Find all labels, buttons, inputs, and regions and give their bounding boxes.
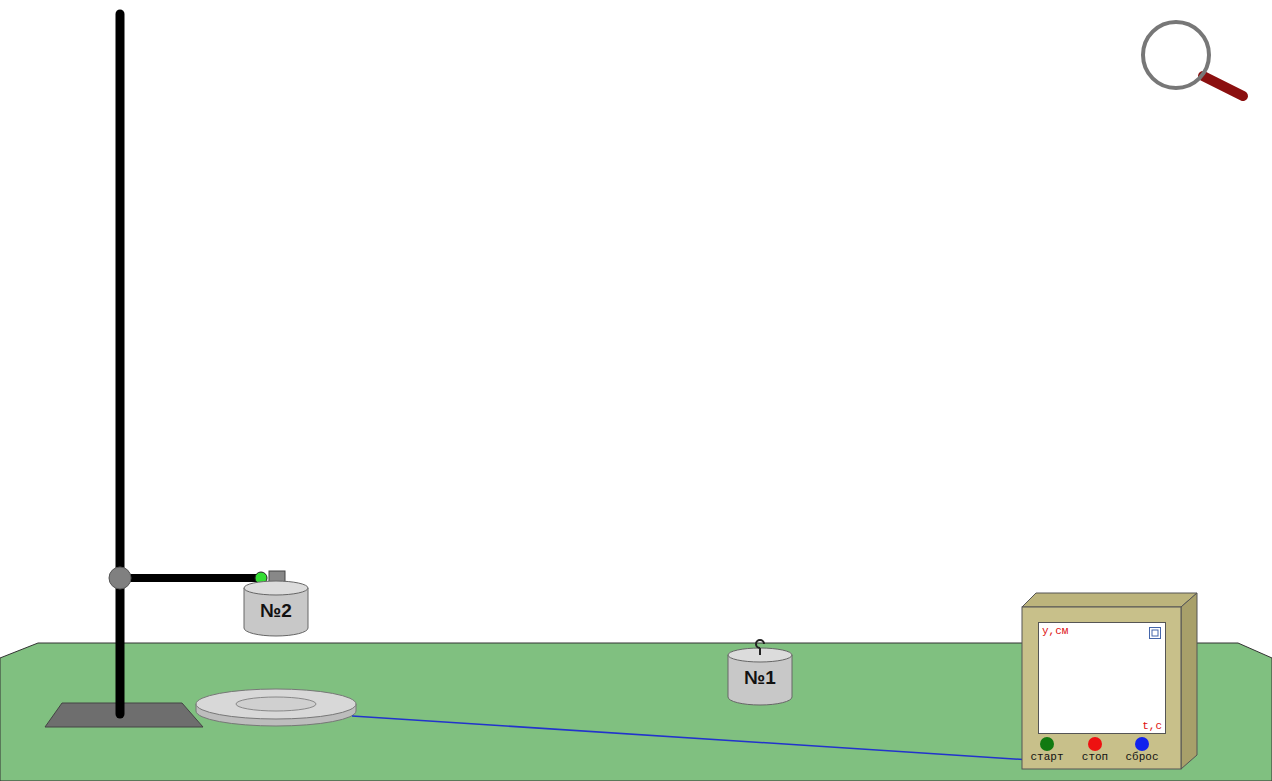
weight-label: №2 — [241, 600, 311, 622]
ring-sensor — [196, 689, 356, 726]
timer-screen: y,см t,с — [1038, 622, 1166, 734]
weight-box: №2 — [241, 594, 311, 630]
window-icon — [1149, 627, 1161, 639]
clamp-joint — [109, 567, 131, 589]
button-label: старт — [1030, 751, 1063, 763]
button-label: сброс — [1125, 751, 1158, 763]
magnifier-icon — [1143, 22, 1243, 96]
weight-box: №1 — [725, 661, 795, 699]
sensor-wire — [352, 716, 1030, 760]
start-button — [1040, 737, 1054, 751]
axis-label: y,см — [1042, 625, 1068, 637]
axis-label: t,с — [1142, 720, 1162, 732]
stand-arm — [120, 574, 262, 582]
reset-button — [1135, 737, 1149, 751]
weight-label: №1 — [725, 667, 795, 689]
stand-pole — [116, 14, 125, 714]
timer-device — [1022, 593, 1197, 769]
button-label: стоп — [1082, 751, 1108, 763]
stop-button — [1088, 737, 1102, 751]
